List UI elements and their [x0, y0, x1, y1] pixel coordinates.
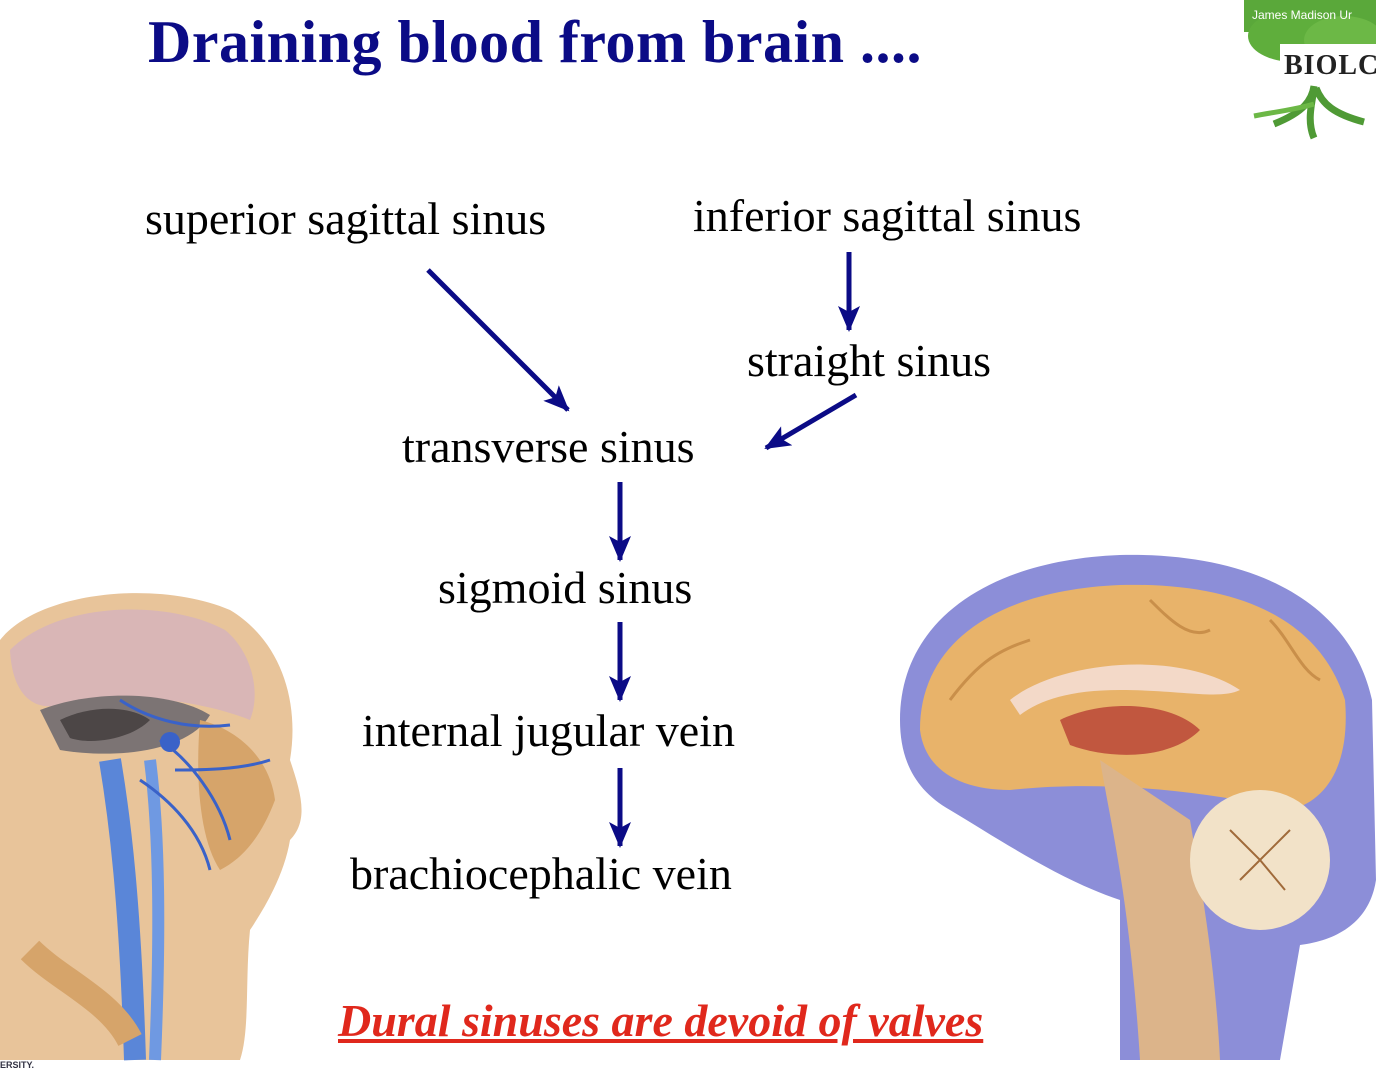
arrow-superior-to-transverse [426, 268, 570, 412]
node-straight-sinus: straight sinus [747, 335, 992, 386]
logo-university-text: James Madison Ur [1252, 8, 1353, 22]
arrow-straight-to-transverse [764, 392, 858, 451]
logo-biology-text: BIOLC [1284, 50, 1376, 81]
head-veins-illustration [0, 593, 302, 1061]
tree-logo-icon [1244, 0, 1376, 140]
biology-logo: James Madison Ur BIOLC [1244, 0, 1376, 140]
university-text-fragment: ERSITY. [0, 1060, 35, 1070]
sagittal-brain-illustration [900, 554, 1376, 1060]
node-sigmoid-sinus: sigmoid sinus [438, 562, 693, 613]
node-superior-sagittal-sinus: superior sagittal sinus [145, 193, 547, 244]
node-brachiocephalic-vein: brachiocephalic vein [350, 848, 732, 899]
node-internal-jugular-vein: internal jugular vein [362, 705, 735, 756]
node-inferior-sagittal-sinus: inferior sagittal sinus [693, 190, 1082, 241]
footer-note: Dural sinuses are devoid of valves [338, 995, 984, 1046]
node-transverse-sinus: transverse sinus [402, 421, 695, 472]
slide-title: Draining blood from brain .... [148, 9, 922, 75]
